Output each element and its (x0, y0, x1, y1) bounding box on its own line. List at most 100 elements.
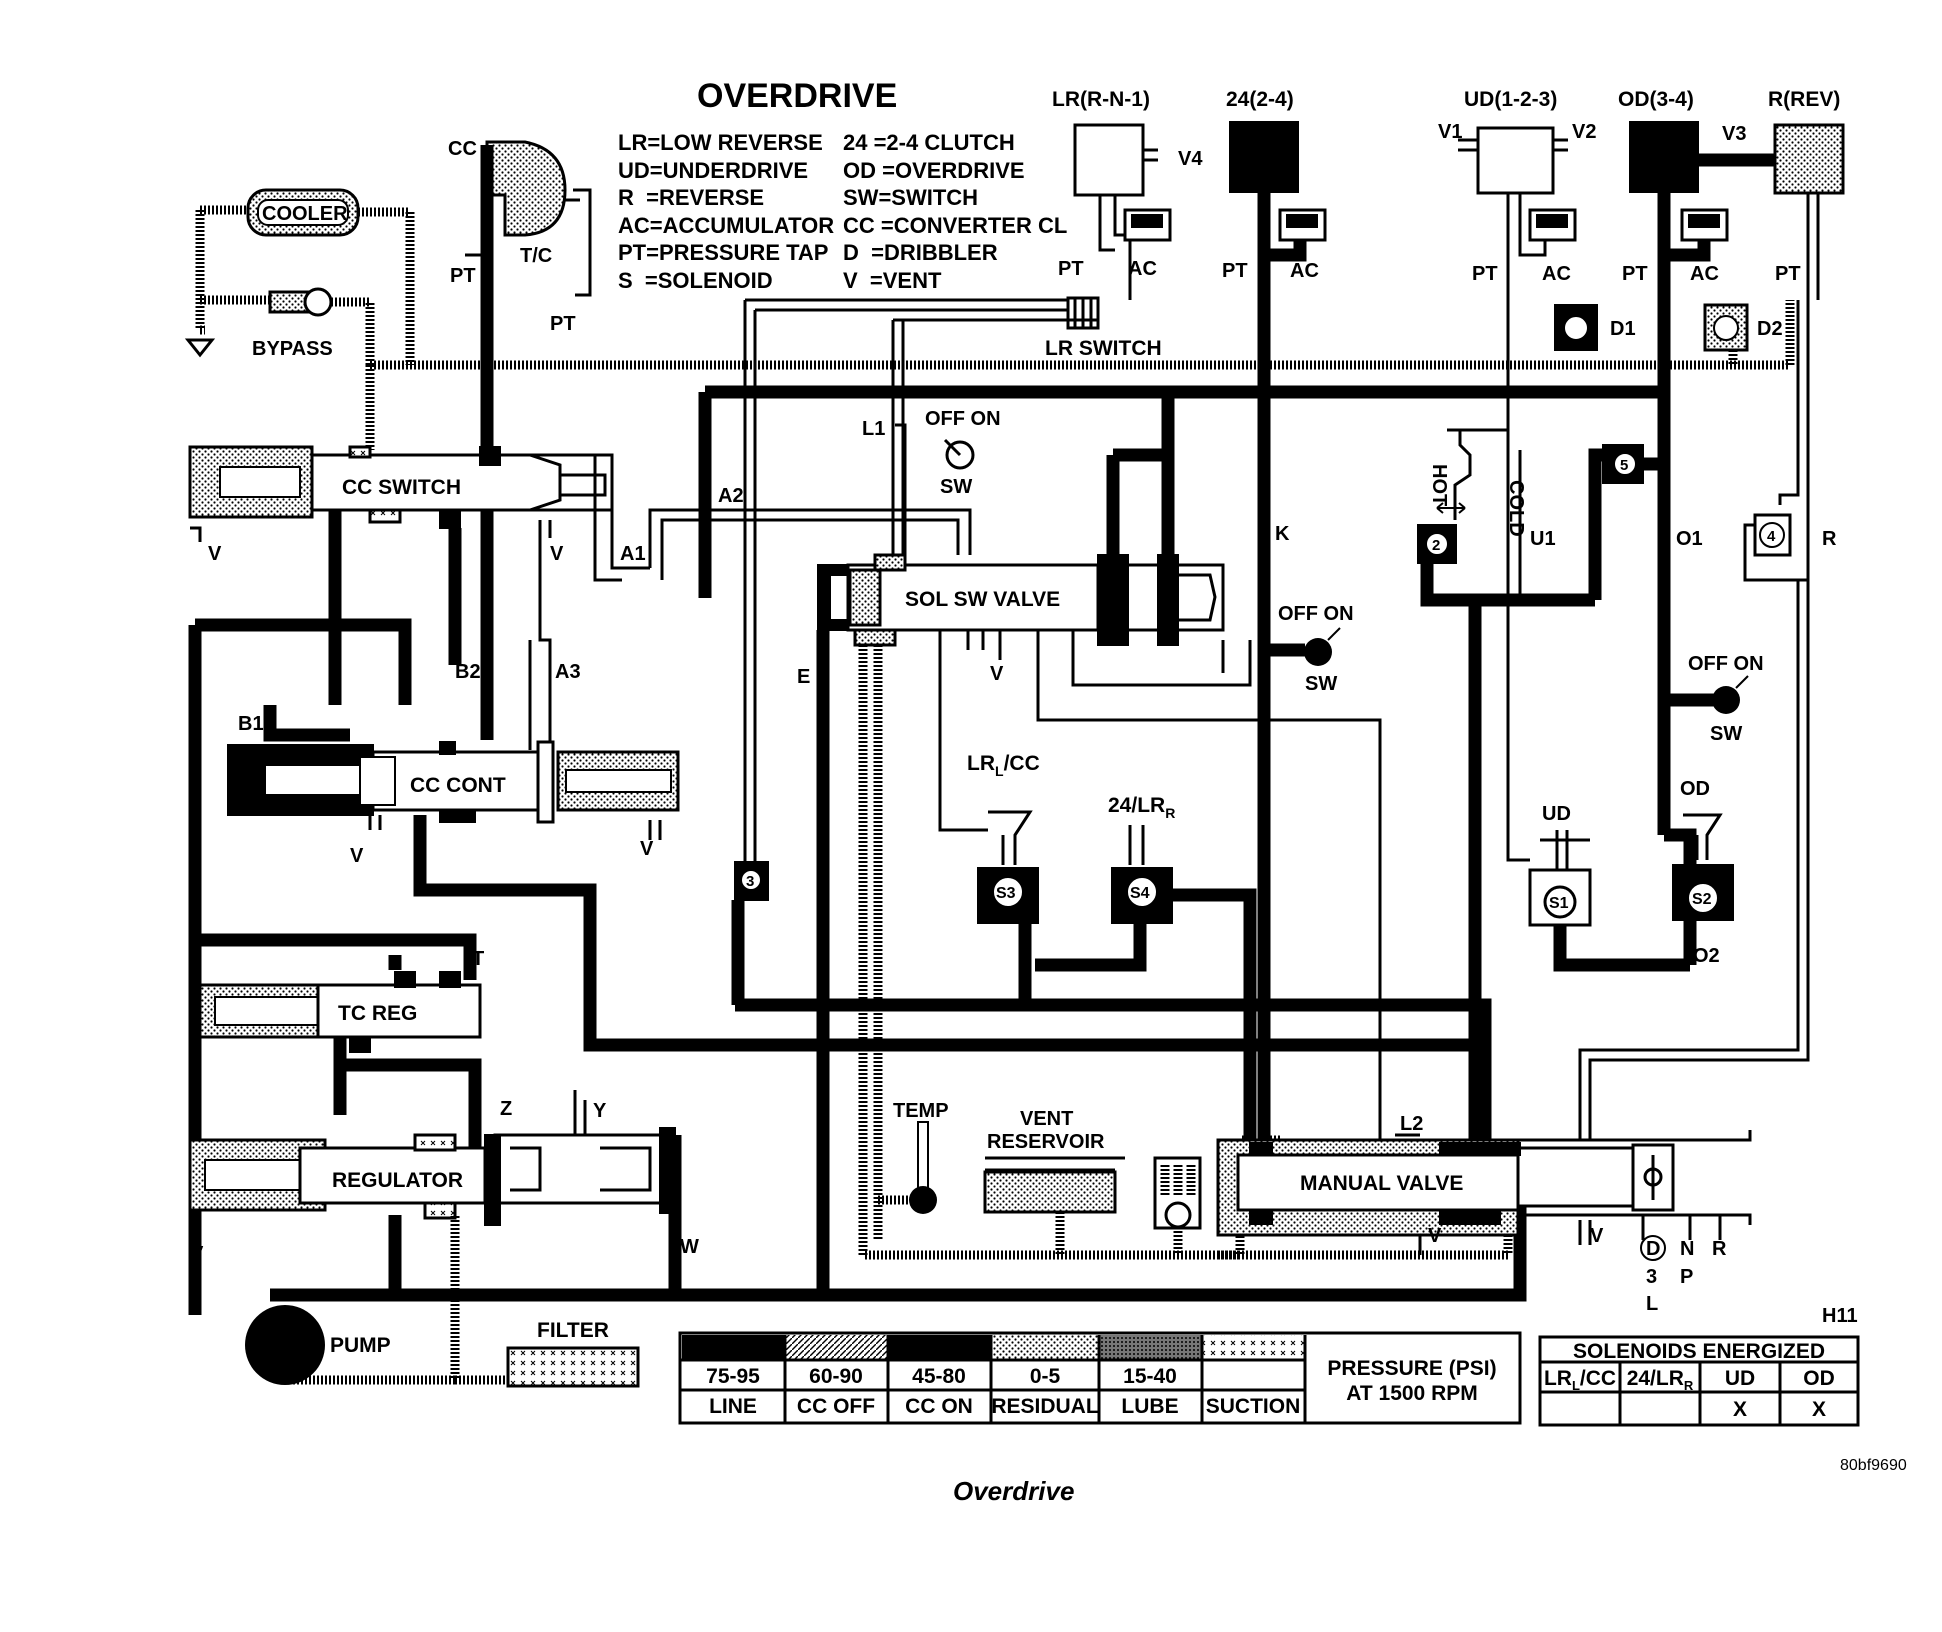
clutch-label-od: OD(3-4) (1618, 88, 1694, 111)
l2-label: L2 (1400, 1113, 1423, 1135)
diagram-title: OVERDRIVE (697, 77, 897, 115)
y-label: Y (593, 1100, 607, 1122)
w-label: W (680, 1236, 699, 1258)
legend-caption-1: PRESSURE (PSI) (1327, 1357, 1496, 1380)
v-label-ccsw-2: V (550, 543, 564, 565)
sol-sw-valve-label: SOL SW VALVE (905, 588, 1060, 611)
gear-pos-r: R (1712, 1238, 1727, 1260)
gear-pos-l: L (1646, 1293, 1658, 1315)
manual-valve (1236, 1153, 1520, 1212)
sol-24lr-label: 24/LRR (1108, 794, 1175, 821)
torque-converter (485, 140, 567, 237)
clutch-label-lr: LR(R-N-1) (1052, 88, 1150, 111)
legend-name-residual: RESIDUAL (991, 1395, 1099, 1418)
pt-label-lr: PT (1058, 258, 1084, 280)
pressure-switch-3 (1712, 686, 1740, 714)
abbrev-24: 24 =2-4 CLUTCH (843, 130, 1015, 155)
legend-range-residual: 0-5 (1030, 1365, 1061, 1388)
abbrev-sw: SW=SWITCH (843, 185, 978, 210)
legend-name-cc-on: CC ON (905, 1395, 973, 1418)
abbrev-lr: LR=LOW REVERSE (618, 130, 823, 155)
pt-label-od: PT (1622, 263, 1648, 285)
check-valve-2 (1417, 524, 1457, 564)
ac-label-od: AC (1690, 263, 1719, 285)
abbreviation-list-right: 24 =2-4 CLUTCH OD =OVERDRIVE SW=SWITCH C… (843, 130, 1067, 293)
n4-label: 4 (1767, 528, 1776, 545)
abbrev-ac: AC=ACCUMULATOR (618, 213, 834, 238)
cc-switch-valve (310, 453, 614, 512)
sw-label-2: SW (1305, 673, 1337, 695)
pressure-legend: 75-95 60-90 45-80 0-5 15-40 LINE CC OFF … (678, 1331, 1522, 1425)
b1-label: B1 (238, 713, 264, 735)
ud-sol-label: UD (1542, 803, 1571, 825)
v-label-manual-2: V (1590, 1225, 1604, 1247)
swatch-cc-on (888, 1335, 991, 1360)
gear-pos-d: D (1646, 1238, 1660, 1260)
legend-range-line: 75-95 (706, 1365, 760, 1388)
swatch-lube (1099, 1335, 1202, 1360)
n2-label: 2 (1432, 537, 1440, 554)
legend-range-cc-off: 60-90 (809, 1365, 863, 1388)
figure-caption: Overdrive (953, 1476, 1074, 1506)
abbrev-s: S =SOLENOID (618, 268, 773, 293)
abbrev-cc: CC =CONVERTER CL (843, 213, 1067, 238)
cc-label: CC (448, 138, 477, 160)
sol-col-lrcc: LRL/CC (1544, 1367, 1616, 1393)
pt-label-24: PT (1222, 260, 1248, 282)
v-label-solsw: V (990, 663, 1004, 685)
v3-label: V3 (1722, 123, 1746, 145)
gear-pos-3: 3 (1646, 1266, 1657, 1288)
filter-label: FILTER (537, 1319, 609, 1342)
swatch-suction (1202, 1335, 1305, 1360)
d1-label: D1 (1610, 318, 1636, 340)
tc-reg-label: TC REG (338, 1002, 417, 1025)
gear-pos-p: P (1680, 1266, 1693, 1288)
legend-caption-2: AT 1500 RPM (1346, 1382, 1478, 1405)
gear-position-selected-marker (1640, 1235, 1666, 1261)
24-clutch (1229, 121, 1299, 193)
tc-reg-valve (316, 983, 482, 1039)
bypass-ball (303, 287, 333, 317)
e-label: E (797, 666, 810, 688)
swatch-cc-off (785, 1335, 888, 1360)
sol-lrcc-label: LRL/CC (967, 752, 1040, 779)
pt-label-rev: PT (1775, 263, 1801, 285)
abbrev-ud: UD=UNDERDRIVE (618, 158, 808, 183)
lr-clutch (1073, 123, 1145, 197)
v2-label: V2 (1572, 121, 1596, 143)
hot-label: HOT (1428, 464, 1450, 506)
vent-label: VENT (1020, 1108, 1073, 1130)
pressure-switch-2 (1304, 638, 1332, 666)
off-on-label-1: OFF ON (925, 408, 1001, 430)
u1-label: U1 (1530, 528, 1556, 550)
reverse-clutch (1773, 123, 1845, 195)
v1-label: V1 (1438, 121, 1462, 143)
solenoids-energized-table: SOLENOIDS ENERGIZED LRL/CC 24/LRR UD OD … (1538, 1335, 1860, 1427)
o1-label: O1 (1676, 528, 1703, 550)
ac-label-ud: AC (1542, 263, 1571, 285)
abbrev-od: OD =OVERDRIVE (843, 158, 1025, 183)
abbrev-pt: PT=PRESSURE TAP (618, 240, 828, 265)
clutch-label-24: 24(2-4) (1226, 88, 1294, 111)
off-on-label-2: OFF ON (1278, 603, 1354, 625)
filter (506, 1346, 640, 1388)
k-label: K (1275, 523, 1290, 545)
s1-label: S1 (1549, 895, 1569, 912)
clutch-label-ud: UD(1-2-3) (1464, 88, 1557, 111)
ud-clutch (1476, 126, 1555, 195)
regulator-valve (298, 1146, 487, 1205)
abbrev-v: V =VENT (843, 268, 942, 293)
pt-label-ud: PT (1472, 263, 1498, 285)
d2-label: D2 (1757, 318, 1783, 340)
abbreviation-list-left: LR=LOW REVERSE UD=UNDERDRIVE R =REVERSE … (618, 130, 834, 293)
manual-valve-label: MANUAL VALVE (1300, 1172, 1463, 1195)
sol-mark-od: X (1812, 1398, 1826, 1421)
sol-sw-valve (846, 563, 1100, 632)
a2-label: A2 (718, 485, 744, 507)
z-label: Z (500, 1098, 512, 1120)
v-label-manual-1: V (1428, 1225, 1442, 1247)
regulator-label: REGULATOR (332, 1169, 463, 1192)
vent-reservoir (983, 1170, 1117, 1214)
s4-label: S4 (1130, 885, 1150, 902)
regulator-spring-bore (493, 1133, 672, 1205)
